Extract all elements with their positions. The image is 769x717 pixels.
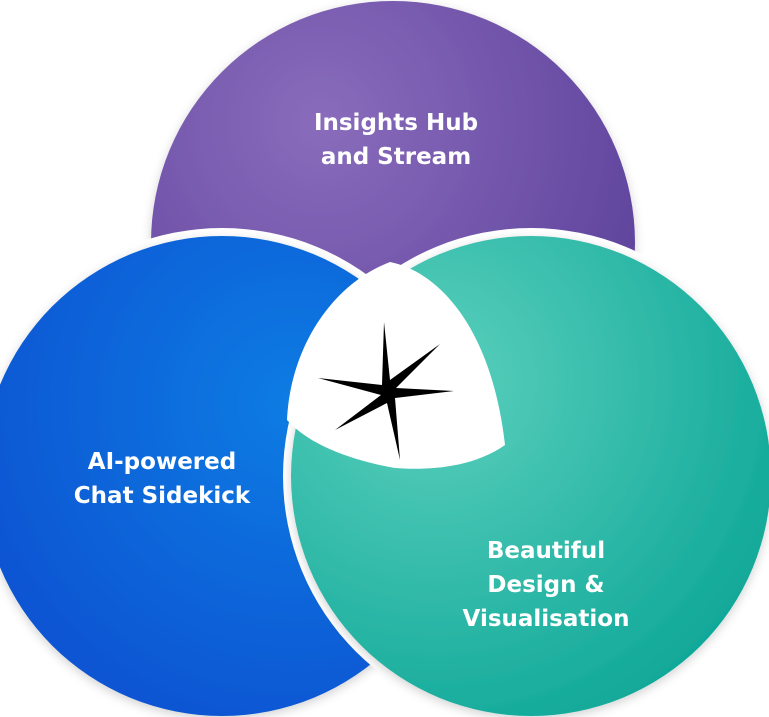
circle-label-left: AI-powered Chat Sidekick bbox=[12, 445, 312, 513]
circle-label-right: Beautiful Design & Visualisation bbox=[396, 534, 696, 636]
circle-label-left-line-1: AI-powered bbox=[87, 449, 237, 475]
circle-label-right-line-2: Design & bbox=[487, 572, 605, 598]
circle-label-right-line-1: Beautiful bbox=[486, 538, 606, 564]
circle-label-right-line-3: Visualisation bbox=[462, 606, 630, 632]
circle-label-left-line-2: Chat Sidekick bbox=[73, 483, 251, 509]
star-asterisk-icon bbox=[318, 322, 454, 460]
center-space bbox=[287, 262, 505, 469]
circle-label-top-line-1: Insights Hub bbox=[313, 110, 479, 136]
circle-label-top: Insights Hub and Stream bbox=[246, 106, 546, 174]
circle-label-top-line-2: and Stream bbox=[320, 144, 472, 170]
